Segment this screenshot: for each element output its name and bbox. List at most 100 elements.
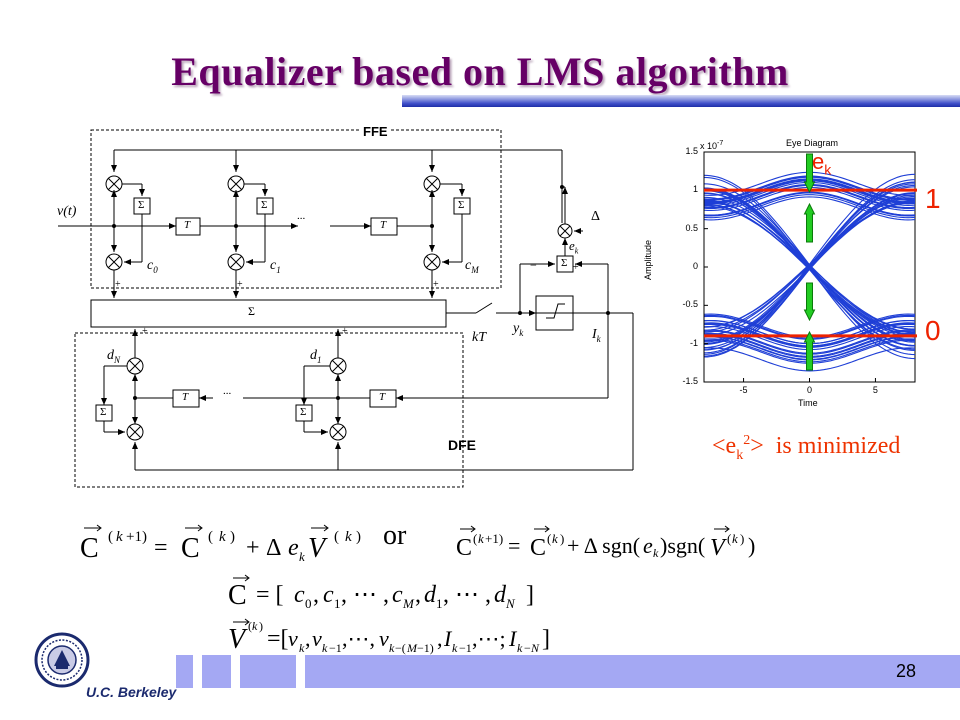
eye-x-tick-label: 0 bbox=[806, 385, 812, 395]
svg-text:d: d bbox=[424, 582, 437, 608]
svg-text:(: ( bbox=[108, 529, 113, 545]
delay-dfe-1: T bbox=[182, 391, 189, 403]
footer-block-3 bbox=[240, 655, 296, 688]
svg-text:C: C bbox=[181, 533, 200, 563]
svg-text:(: ( bbox=[208, 529, 213, 545]
svg-text:k: k bbox=[252, 619, 258, 633]
svg-text:,: , bbox=[305, 626, 311, 651]
eye-y-tick-label: 0.5 bbox=[685, 222, 698, 233]
svg-text:v: v bbox=[312, 626, 322, 651]
svg-text:v: v bbox=[288, 626, 298, 651]
svg-text:−1): −1) bbox=[417, 641, 434, 655]
eye-trace bbox=[703, 347, 916, 372]
coeff-cm: cM bbox=[465, 258, 479, 275]
i-label: Ik bbox=[592, 327, 601, 344]
eye-plot-exponent: x 10-7 bbox=[700, 140, 724, 151]
eye-y-tick-label: 1.5 bbox=[685, 146, 698, 156]
svg-text:k: k bbox=[389, 641, 395, 655]
title-rule bbox=[402, 95, 960, 107]
svg-text:(: ( bbox=[248, 619, 252, 633]
svg-text:]: ] bbox=[542, 626, 550, 652]
eye-trace bbox=[703, 200, 915, 336]
eye-ek-label: ek bbox=[812, 149, 832, 178]
footer-bar-main bbox=[305, 655, 960, 688]
error-arrow-icon bbox=[803, 282, 816, 322]
sampler-label: kT bbox=[472, 330, 486, 345]
eye-y-tick-label: -1.5 bbox=[682, 376, 698, 386]
eye-y-tick-label: -1 bbox=[689, 337, 698, 348]
svg-text:,: , bbox=[415, 582, 421, 608]
svg-text:k: k bbox=[478, 531, 484, 546]
svg-text:I: I bbox=[508, 626, 518, 651]
page-number: 28 bbox=[896, 661, 917, 681]
svg-text:=: = bbox=[154, 535, 168, 561]
svg-text:C: C bbox=[80, 533, 99, 563]
eye-x-tick-label: 5 bbox=[872, 385, 878, 395]
error-arrow-icon bbox=[803, 330, 816, 371]
svg-text:k: k bbox=[299, 549, 305, 563]
ffe-label: FFE bbox=[361, 124, 390, 139]
equalizer-block-diagram bbox=[58, 129, 634, 488]
error-label: ek bbox=[569, 238, 579, 256]
svg-text:)sgn(: )sgn( bbox=[660, 533, 705, 558]
svg-text:,⋯,: ,⋯, bbox=[342, 626, 375, 651]
svg-text:=: = bbox=[508, 533, 520, 558]
svg-text:(: ( bbox=[334, 529, 339, 545]
svg-text:k: k bbox=[299, 641, 305, 655]
svg-text:= [: = [ bbox=[256, 582, 284, 608]
slide-title: Equalizer based on LMS algorithm bbox=[171, 49, 789, 94]
sigma-ffe-1: Σ bbox=[261, 199, 268, 211]
svg-text:1: 1 bbox=[334, 596, 341, 611]
level-high-label: 1 bbox=[925, 183, 941, 214]
delay-ffe-2: T bbox=[380, 219, 387, 231]
eye-plot-title: Eye Diagram bbox=[786, 138, 839, 148]
svg-text:k: k bbox=[653, 546, 659, 560]
svg-text:): ) bbox=[560, 531, 564, 546]
svg-text:c: c bbox=[392, 582, 403, 608]
svg-text:0: 0 bbox=[305, 596, 312, 611]
coeff-d1: d1 bbox=[310, 348, 322, 365]
svg-text:): ) bbox=[259, 619, 263, 633]
error-arrow-icon bbox=[803, 153, 816, 194]
or-connector: or bbox=[383, 520, 407, 551]
plus-dfe-n: + bbox=[142, 326, 148, 337]
svg-text:=[: =[ bbox=[267, 626, 289, 652]
svg-text:Δ: Δ bbox=[266, 535, 281, 561]
svg-text:V: V bbox=[710, 535, 727, 561]
svg-text:,: , bbox=[313, 582, 319, 608]
level-low-label: 0 bbox=[925, 315, 941, 346]
svg-text:]: ] bbox=[526, 582, 534, 608]
svg-text:): ) bbox=[356, 529, 361, 545]
svg-text:,⋯;: ,⋯; bbox=[472, 626, 506, 651]
plus-ffe-m: + bbox=[433, 279, 439, 290]
dots-ffe: ... bbox=[297, 210, 306, 222]
dots-dfe: ... bbox=[223, 385, 232, 397]
svg-text:V: V bbox=[228, 624, 248, 655]
error-arrow-icon bbox=[803, 202, 816, 243]
svg-text:V: V bbox=[308, 533, 328, 563]
svg-text:k: k bbox=[452, 641, 458, 655]
plus-ffe-1: + bbox=[237, 279, 243, 290]
eye-x-tick-label: -5 bbox=[739, 385, 748, 395]
svg-text:(: ( bbox=[727, 531, 731, 546]
svg-text:I: I bbox=[443, 626, 453, 651]
eye-trace bbox=[703, 195, 916, 343]
coeff-c0: c0 bbox=[147, 258, 158, 275]
sigma-error: Σ bbox=[561, 257, 568, 269]
eye-plot-xlabel: Time bbox=[798, 398, 818, 408]
svg-text:c: c bbox=[294, 582, 305, 608]
svg-text:(: ( bbox=[547, 531, 551, 546]
svg-text:, ⋯ ,: , ⋯ , bbox=[443, 582, 491, 608]
eye-plot-ylabel: Amplitude bbox=[643, 239, 653, 280]
svg-text:): ) bbox=[740, 531, 744, 546]
svg-text:C: C bbox=[228, 580, 247, 611]
svg-text:C: C bbox=[530, 535, 546, 561]
svg-text:(: ( bbox=[473, 531, 477, 546]
sigma-dfe-1: Σ bbox=[300, 406, 307, 418]
plus-dfe-1: + bbox=[342, 326, 348, 337]
plus-error: + bbox=[573, 262, 579, 273]
svg-text:−1: −1 bbox=[329, 641, 342, 655]
